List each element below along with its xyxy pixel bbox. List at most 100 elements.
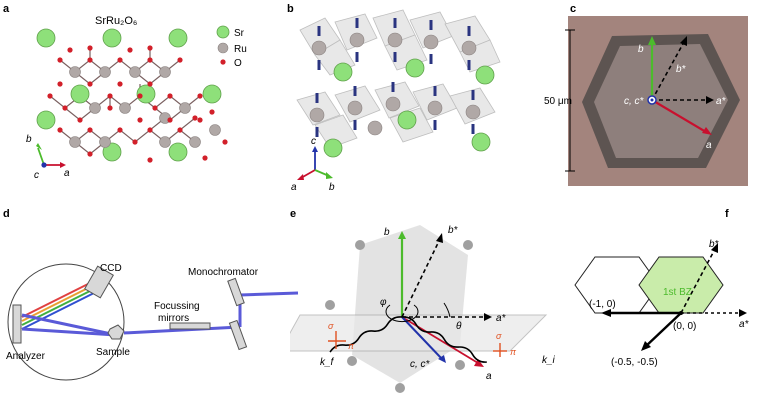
- sample-holder: [107, 324, 125, 340]
- legend-sr: Sr: [234, 28, 245, 39]
- sample-label: Sample: [96, 347, 130, 358]
- beamline: [239, 291, 299, 297]
- o-atoms: [47, 45, 228, 163]
- vec-label-b: b: [638, 44, 644, 55]
- vec-label-bstar: b*: [676, 64, 687, 75]
- panel-d: d CCD Analyzer Sample Monochromator Focu…: [0, 205, 300, 403]
- f-label-half: (-0.5, -0.5): [611, 357, 658, 368]
- e-label-kf: k_f: [320, 357, 335, 368]
- axis-b-label-b: b: [329, 182, 335, 193]
- panel-e-label: e: [290, 208, 297, 220]
- srru2o6-structure: SrRu₂O₆: [26, 15, 247, 181]
- panel-d-label: d: [3, 208, 10, 220]
- refocus-mirror: [228, 319, 248, 351]
- polarization-ki: [493, 343, 507, 357]
- axis-c-label: c: [34, 170, 39, 181]
- spectrometer-circle: [7, 263, 125, 381]
- theta-arc: [443, 302, 451, 318]
- scattering-geometry: b b* a* a c, c* φ θ k_f k_i σ π σ π: [279, 225, 556, 393]
- vector-a: [651, 99, 707, 133]
- gamma-point: [679, 311, 683, 315]
- q-vector-2-head: [641, 341, 651, 351]
- f-vector-bstar-head: [711, 243, 718, 253]
- vector-astar-head: [706, 96, 714, 104]
- ccd-detector: [84, 265, 114, 299]
- analyzer-beam: [21, 313, 117, 337]
- panel-a-label: a: [3, 3, 10, 15]
- legend-o: O: [234, 58, 242, 69]
- brillouin-zone: b* a* 1st BZ (-1, 0) (0, 0) (-0.5, -0.5): [574, 239, 750, 368]
- monochromator-grating: [227, 277, 245, 307]
- panel-b-label: b: [287, 3, 294, 15]
- vector-bstar-e-head: [436, 233, 443, 243]
- origin-dot: [650, 98, 654, 102]
- spin-structure: c a b: [291, 9, 501, 193]
- octahedra-lower: [296, 81, 496, 149]
- scattered-wave: [329, 316, 403, 353]
- panel-e: e b b* a* a c,: [279, 205, 560, 403]
- q-vector-1-head: [601, 309, 611, 317]
- compound-title: SrRu₂O₆: [95, 15, 137, 27]
- crystal-photo: 50 μm b b* a* a c, c*: [544, 16, 748, 186]
- incident-beam: [123, 325, 241, 335]
- scale-label: 50 μm: [544, 96, 572, 107]
- q-vector-2: [644, 312, 682, 348]
- axis-b-label: b: [26, 134, 32, 145]
- e-label-bstar: b*: [448, 225, 459, 236]
- vec-label-astar: a*: [716, 96, 727, 107]
- f-vector-bstar: [680, 248, 716, 314]
- e-label-pi: π: [348, 341, 355, 351]
- e-label-a: a: [486, 371, 492, 382]
- e-label-b: b: [384, 227, 390, 238]
- polarization-kf: [328, 331, 346, 349]
- vector-c-e-head: [438, 355, 446, 363]
- ccd-label: CCD: [100, 263, 122, 274]
- vector-b-head: [648, 36, 656, 45]
- scale-bar: [565, 29, 575, 172]
- panel-f-label: f: [725, 208, 729, 220]
- ru-atoms-b: [309, 32, 481, 136]
- vector-bstar-head: [680, 36, 687, 46]
- monochromator-label: Monochromator: [188, 267, 259, 278]
- e-label-cc: c, c*: [410, 359, 431, 370]
- f-label-astar: a*: [739, 319, 750, 330]
- vector-a-e: [401, 316, 479, 364]
- f-label-bz: 1st BZ: [663, 287, 692, 298]
- phi-rotation: [385, 304, 419, 323]
- f-vector-astar-head: [739, 309, 747, 317]
- legend-ru: Ru: [234, 44, 247, 55]
- bz-first: [638, 256, 724, 314]
- element-legend: Sr Ru O: [216, 25, 247, 69]
- analyzer-grating: [12, 304, 22, 344]
- panel-c-label: c: [570, 3, 577, 15]
- e-label-sigma-ki: σ: [496, 331, 502, 341]
- e-label-theta: θ: [456, 321, 462, 332]
- panel-c: c 50 μm b b* a* a c, c*: [540, 0, 763, 200]
- crystal-face: [594, 44, 728, 158]
- f-label-origin: (0, 0): [673, 321, 696, 332]
- panel-a: a SrRu₂O₆: [0, 0, 270, 200]
- vector-c-e: [401, 316, 443, 360]
- f-label-minus1: (-1, 0): [589, 299, 616, 310]
- vector-a-e-head: [474, 359, 484, 367]
- e-label-astar: a*: [496, 313, 507, 324]
- axis-triad-a: b c a: [26, 134, 70, 181]
- e-label-phi: φ: [380, 297, 387, 308]
- mirrors-label: mirrors: [158, 313, 189, 324]
- e-label-ki: k_i: [542, 355, 556, 366]
- vec-label-a: a: [706, 140, 712, 151]
- panel-f: f b* a* 1st BZ (-1, 0) (0, 0) (-0.5, -0.…: [555, 205, 763, 403]
- sr-atoms-b: [323, 58, 495, 158]
- axis-a-label-b: a: [291, 182, 297, 193]
- axis-a-label: a: [64, 168, 70, 179]
- vector-b-e-head: [398, 231, 406, 239]
- e-label-pi-ki: π: [510, 347, 517, 357]
- incident-wave: [401, 316, 487, 363]
- rixs-setup: CCD Analyzer Sample Monochromator Focuss…: [6, 263, 299, 381]
- axis-triad-b: c a b: [291, 136, 335, 193]
- vec-label-center: c, c*: [624, 96, 645, 107]
- lattice-points: [325, 240, 473, 393]
- vector-bstar-e: [401, 238, 441, 318]
- focussing-mirror: [169, 322, 211, 330]
- focussing-label: Focussing: [154, 301, 200, 312]
